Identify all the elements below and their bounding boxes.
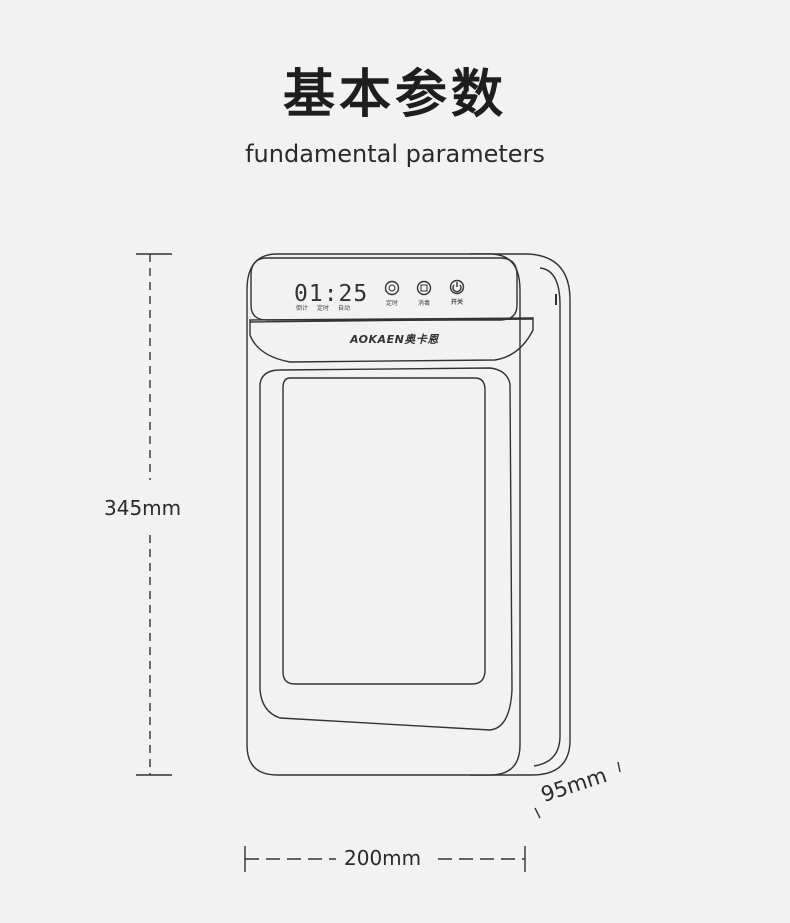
timer-button-label: 定时 <box>386 300 399 307</box>
width-dimension-label: 200mm <box>340 846 426 870</box>
power-button <box>449 279 465 295</box>
page-title: 基本参数 <box>282 65 507 125</box>
display-sub-label: 自动 <box>338 305 351 312</box>
depth-dim-left-tick <box>534 807 541 819</box>
power-button-label: 开关 <box>451 299 464 306</box>
sterilize-button-label: 消毒 <box>418 300 431 307</box>
brand-logo: AOKAEN奥卡恩 <box>350 333 439 346</box>
display-time: 01:25 <box>294 281 369 307</box>
device-side-outline <box>470 253 571 776</box>
device-side-inner <box>533 267 561 767</box>
brand-strip <box>249 317 534 363</box>
page-subtitle: fundamental parameters <box>245 140 545 168</box>
timer-button <box>384 280 400 296</box>
depth-dim-right-tick <box>617 761 621 773</box>
display-sub-label: 定时 <box>317 305 330 312</box>
sterilize-button <box>416 280 432 296</box>
height-dimension-label: 345mm <box>104 494 182 522</box>
display-sub-label: 倒计 <box>296 305 309 312</box>
front-window <box>282 377 486 685</box>
front-frame <box>259 367 513 731</box>
